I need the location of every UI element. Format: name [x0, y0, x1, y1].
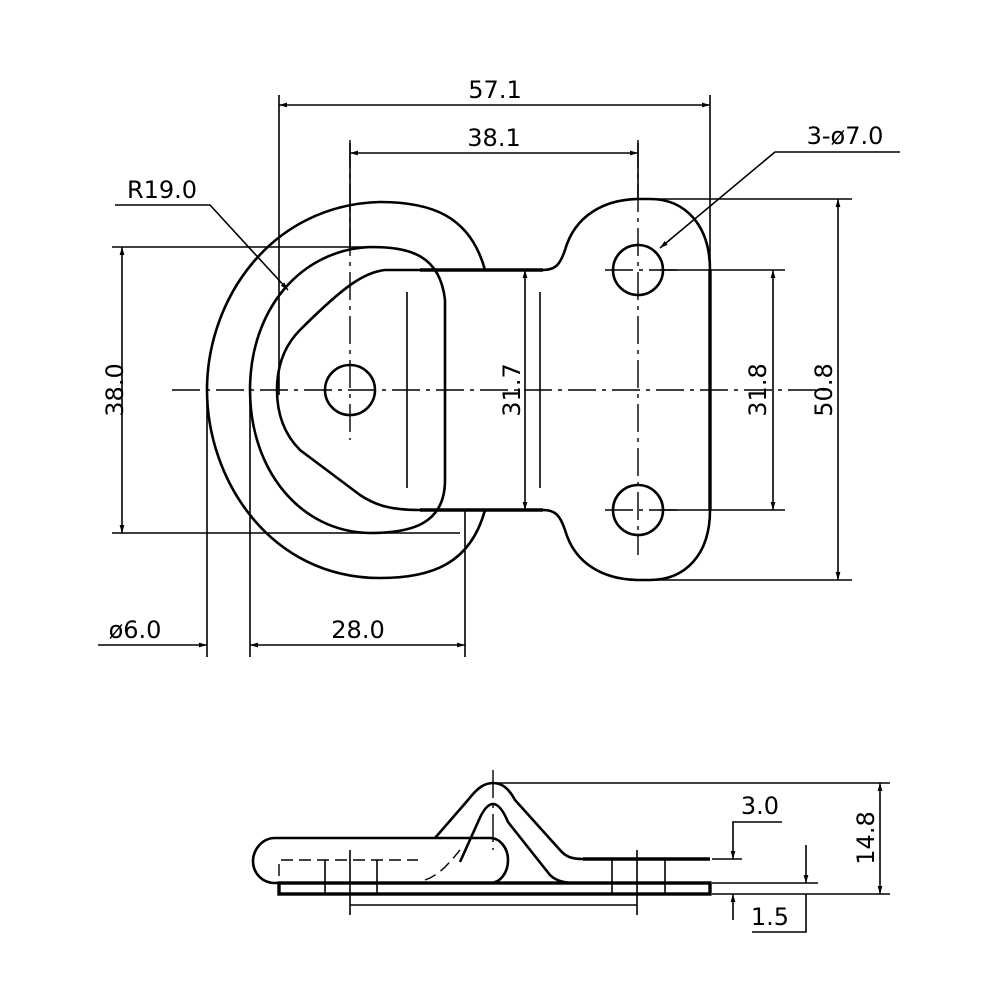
- dimensions-top: 57.1 38.1 3-ø7.0 R19.0 38.0 31.7 31.8 50…: [98, 76, 900, 657]
- teardrop-opening: [275, 268, 421, 512]
- dim-14-8: 14.8: [852, 811, 880, 864]
- dim-57-1: 57.1: [468, 76, 521, 104]
- dim-31-7: 31.7: [498, 363, 526, 416]
- dim-50-8: 50.8: [810, 363, 838, 416]
- dim-holes: 3-ø7.0: [807, 122, 884, 150]
- top-view: [205, 197, 712, 582]
- dim-38-0: 38.0: [101, 363, 129, 416]
- center-hole: [323, 363, 377, 417]
- outer-ring: [205, 200, 487, 580]
- dim-3-0: 3.0: [741, 792, 779, 820]
- side-view: [251, 781, 712, 915]
- inner-ring: [248, 245, 447, 535]
- dim-28-0: 28.0: [331, 616, 384, 644]
- dimensions-side: 14.8 3.0 1.5: [493, 782, 890, 933]
- dim-dia-6: ø6.0: [109, 616, 162, 644]
- dim-38-1: 38.1: [467, 124, 520, 152]
- dim-1-5: 1.5: [751, 903, 789, 931]
- dim-r19: R19.0: [127, 176, 197, 204]
- dim-31-8: 31.8: [744, 363, 772, 416]
